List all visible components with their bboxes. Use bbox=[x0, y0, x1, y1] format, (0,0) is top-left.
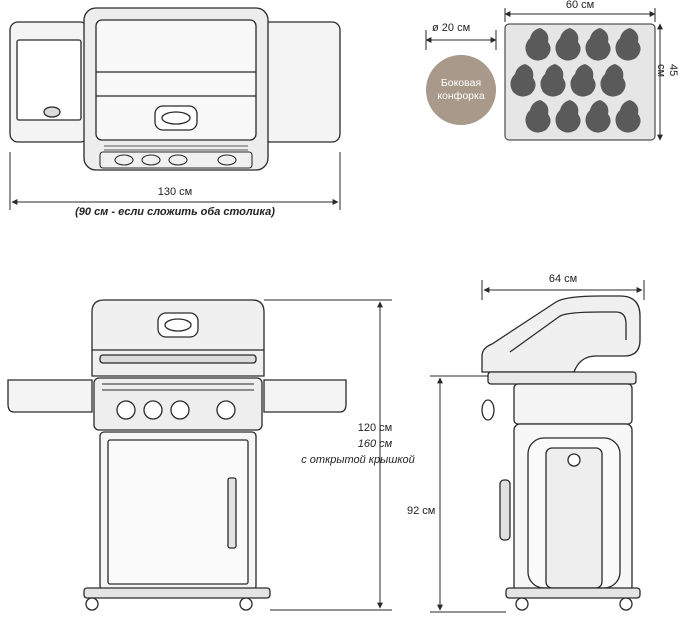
briquette bbox=[585, 100, 611, 133]
burner-diameter-label: ø 20 см bbox=[432, 22, 471, 34]
front-height-open-label: 160 см bbox=[357, 438, 393, 450]
briquette bbox=[510, 64, 536, 97]
side-burner-circle: Боковая конфорка bbox=[426, 55, 496, 125]
side-depth-dimension bbox=[481, 280, 645, 300]
briquette bbox=[615, 28, 641, 61]
front-view-grill bbox=[7, 299, 347, 611]
briquette bbox=[615, 100, 641, 133]
grill-area bbox=[504, 23, 656, 141]
briquette bbox=[570, 64, 596, 97]
top-width-dimension bbox=[9, 152, 341, 210]
grill-area-width-label: 60 см bbox=[565, 0, 595, 11]
briquette bbox=[555, 28, 581, 61]
burner-dimension bbox=[425, 30, 497, 50]
briquette bbox=[600, 64, 626, 97]
top-view-knobs bbox=[99, 151, 253, 169]
briquette bbox=[555, 100, 581, 133]
top-view-vents bbox=[104, 145, 248, 151]
front-height-closed-label: 120 см bbox=[357, 422, 393, 434]
top-view-grill bbox=[9, 7, 341, 171]
grill-area-depth-label: 45 см bbox=[655, 64, 679, 78]
front-height-dimension bbox=[264, 299, 392, 611]
briquette bbox=[585, 28, 611, 61]
briquette bbox=[540, 64, 566, 97]
briquette bbox=[525, 28, 551, 61]
side-depth-label: 64 см bbox=[548, 273, 578, 285]
side-height-dimension bbox=[430, 375, 506, 613]
front-height-open-note: с открытой крышкой bbox=[301, 454, 415, 466]
briquette bbox=[525, 100, 551, 133]
side-view-grill bbox=[481, 295, 641, 611]
top-width-folded-label: (90 см - если сложить оба столика) bbox=[75, 206, 275, 218]
side-burner-label: Боковая конфорка bbox=[437, 77, 485, 102]
side-height-label: 92 см bbox=[407, 505, 436, 517]
top-width-label: 130 см bbox=[157, 186, 193, 198]
grill-area-dimension bbox=[504, 8, 663, 141]
